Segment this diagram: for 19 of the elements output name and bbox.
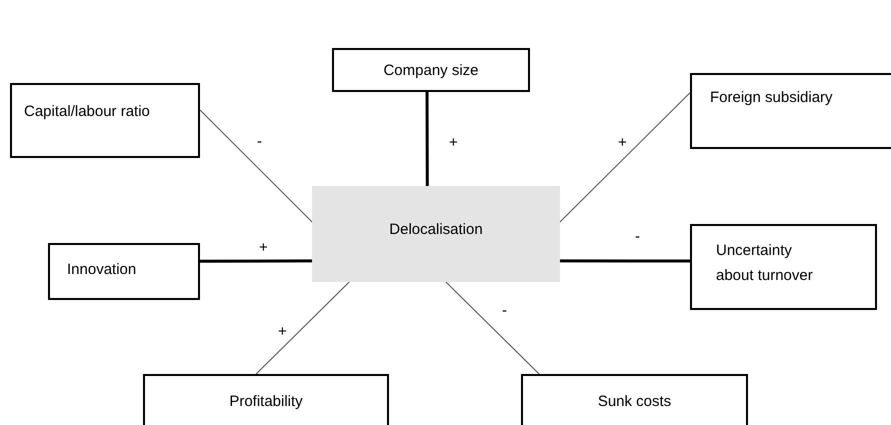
node-text: Company size	[383, 62, 479, 79]
node-text: Sunk costs	[598, 393, 672, 410]
node-text: Foreign subsidiary	[710, 89, 833, 106]
factor-box	[10, 83, 200, 158]
factor-box	[48, 243, 200, 300]
connector-line	[426, 92, 429, 186]
connector-line	[445, 282, 540, 374]
node-text: Innovation	[67, 261, 136, 278]
connector-line	[560, 259, 690, 262]
node-text: Delocalisation	[389, 221, 483, 238]
node-text: Profitability	[229, 393, 303, 410]
node-text: Uncertainty about turnover	[716, 242, 813, 284]
connector-line	[256, 282, 350, 374]
factor-box	[332, 48, 530, 92]
factor-box	[690, 73, 891, 149]
central-box	[312, 186, 560, 282]
factor-box	[690, 224, 877, 310]
node-text: Capital/labour ratio	[24, 103, 150, 120]
connector-line	[200, 259, 312, 263]
